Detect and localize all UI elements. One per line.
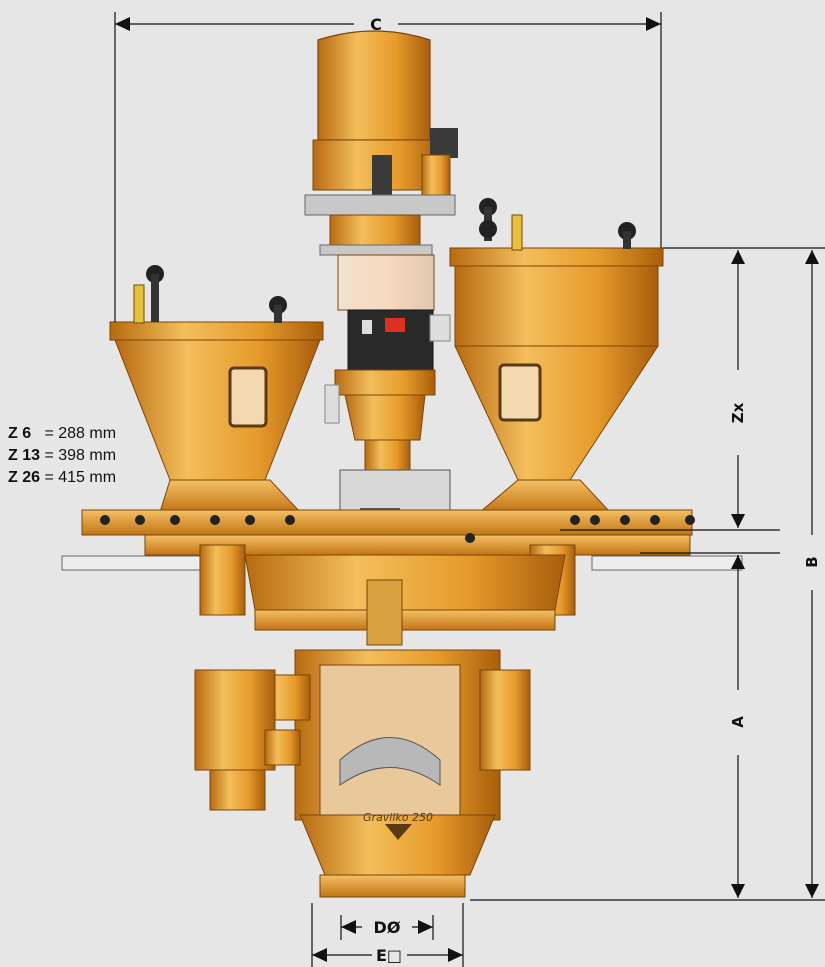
z-row: Z 13 = 398 mm (8, 445, 116, 467)
dimension-lines (114, 12, 825, 967)
z-value: = 398 mm (44, 447, 117, 464)
dim-label-c: C (370, 15, 382, 34)
z-label: Z 13 (8, 447, 41, 464)
z-value: = 415 mm (44, 469, 117, 486)
z-label: Z 26 (8, 469, 41, 486)
z-values-table: Z 6 = 288 mm Z 13 = 398 mm Z 26 = 415 mm (8, 423, 116, 489)
dimension-arrows (115, 17, 819, 962)
z-label: Z 6 (8, 425, 32, 442)
dim-label-e: E□ (376, 946, 402, 965)
brand-label: Gravilko 250 (363, 811, 433, 824)
z-value: = 288 mm (44, 425, 117, 442)
dim-label-a: A (729, 716, 747, 728)
z-row: Z 6 = 288 mm (8, 423, 116, 445)
dim-label-b: B (803, 556, 821, 567)
z-row: Z 26 = 415 mm (8, 467, 116, 489)
gravimetric-blender: Gravilko 250 (61, 30, 743, 898)
dim-label-zx: Zx (729, 402, 747, 423)
dim-label-d: DØ (374, 918, 401, 937)
